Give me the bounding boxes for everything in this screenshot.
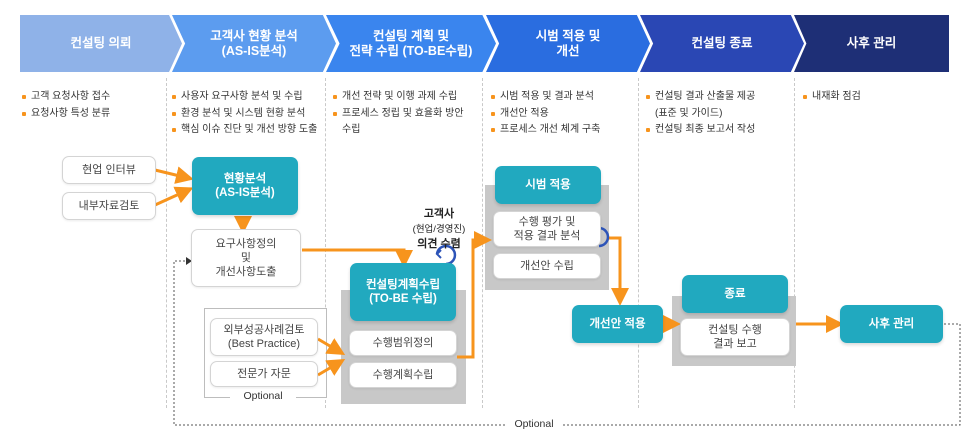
field-interview-box: 현업 인터뷰 bbox=[62, 156, 156, 184]
pilot-box: 시범 적용 bbox=[495, 166, 601, 204]
column-divider bbox=[794, 78, 795, 408]
asis-analysis-box: 현황분석 (AS-IS분석) bbox=[192, 157, 298, 215]
phase-asis-analysis: 고객사 현황 분석 (AS-IS분석) bbox=[172, 15, 336, 72]
bullet-list-request: 고객 요청사항 접수 요청사항 특성 분류 bbox=[22, 89, 110, 122]
result-report-box: 컨설팅 수행 결과 보고 bbox=[680, 318, 790, 356]
phase-pilot-improve: 시범 적용 및 개선 bbox=[486, 15, 650, 72]
expert-advice-box: 전문가 자문 bbox=[210, 361, 318, 387]
tobe-planning-box: 컨설팅계획수립 (TO-BE 수립) bbox=[350, 263, 456, 321]
client-feedback-label: 고객사 (현업/경영진) 의견 수렴 bbox=[412, 208, 466, 250]
scope-definition-box: 수행범위정의 bbox=[349, 330, 457, 356]
cycle-icon bbox=[435, 244, 457, 266]
optional-label: Optional bbox=[230, 390, 296, 402]
end-box: 종료 bbox=[682, 275, 788, 313]
bullet-list-end: 컨설팅 결과 산출물 제공 (표준 및 가이드) 컨설팅 최종 보고서 작성 bbox=[646, 89, 755, 139]
bullet-list-asis: 사용자 요구사항 분석 및 수립 환경 분석 및 시스템 현황 분석 핵심 이슈… bbox=[172, 89, 317, 139]
phase-tobe-planning: 컨설팅 계획 및 전략 수립 (TO-BE수립) bbox=[326, 15, 496, 72]
best-practice-box: 외부성공사례검토 (Best Practice) bbox=[210, 318, 318, 356]
evaluation-box: 수행 평가 및 적용 결과 분석 bbox=[493, 211, 601, 247]
phase-consulting-end: 컨설팅 종료 bbox=[640, 15, 804, 72]
column-divider bbox=[166, 78, 167, 408]
improvement-plan-box: 개선안 수립 bbox=[493, 253, 601, 279]
phase-consulting-request: 컨설팅 의뢰 bbox=[20, 15, 182, 72]
requirements-box: 요구사항정의 및 개선사항도출 bbox=[191, 229, 301, 287]
phase-followup: 사후 관리 bbox=[794, 15, 949, 72]
internal-doc-review-box: 내부자료검토 bbox=[62, 192, 156, 220]
column-divider bbox=[638, 78, 639, 408]
bullet-list-pilot: 시범 적용 및 결과 분석 개선안 적용 프로세스 개선 체계 구축 bbox=[491, 89, 600, 139]
improvement-apply-box: 개선안 적용 bbox=[572, 305, 663, 343]
column-divider bbox=[325, 78, 326, 408]
execution-plan-box: 수행계획수립 bbox=[349, 362, 457, 388]
bullet-list-followup: 내재화 점검 bbox=[803, 89, 861, 106]
bullet-list-tobe: 개선 전략 및 이행 과제 수립 프로세스 정립 및 효율화 방안 수립 bbox=[333, 89, 464, 139]
followup-box: 사후 관리 bbox=[840, 305, 943, 343]
optional-loop-label: Optional bbox=[505, 418, 563, 430]
